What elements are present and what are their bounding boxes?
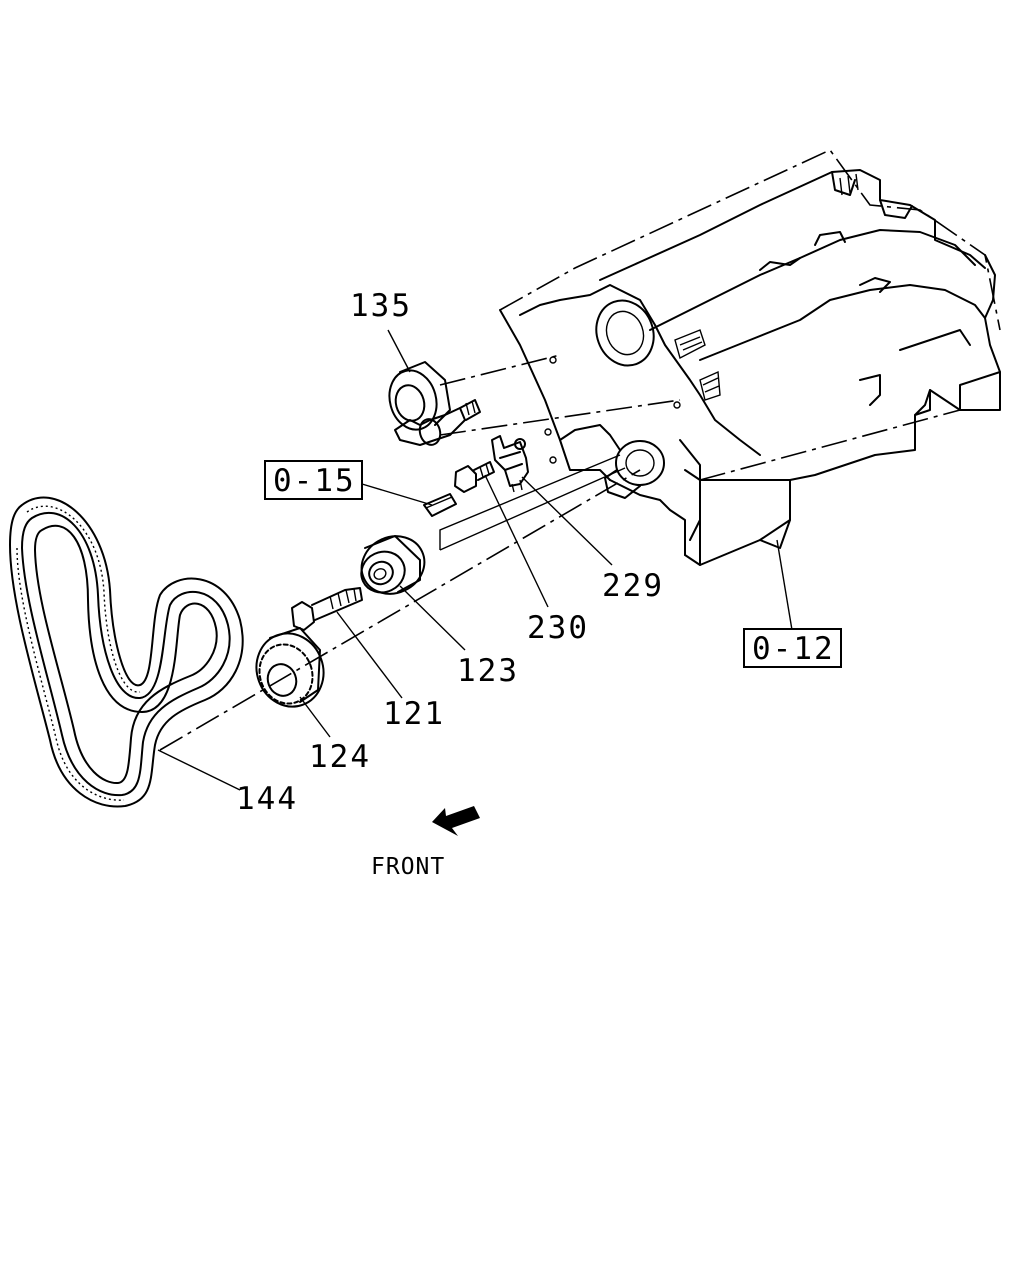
front-arrow-icon — [432, 806, 480, 836]
timing-belt — [9, 496, 244, 808]
label-front: FRONT — [371, 854, 445, 880]
label-0-15: 0-15 — [273, 463, 356, 499]
tensioner-bolt — [454, 461, 495, 493]
auto-tensioner — [491, 435, 529, 493]
label-135: 135 — [350, 288, 412, 324]
leader-lines — [157, 329, 793, 791]
label-230: 230 — [527, 610, 589, 646]
engine-block — [499, 148, 1001, 566]
label-144: 144 — [236, 781, 298, 817]
ref-box-0-12 — [743, 628, 842, 668]
ref-box-0-15 — [264, 460, 363, 500]
label-121: 121 — [383, 696, 445, 732]
label-229: 229 — [602, 568, 664, 604]
crank-key — [423, 493, 457, 517]
assembly-center-lines — [159, 354, 961, 751]
crank-bolt — [291, 587, 363, 631]
idler-pulley — [360, 535, 426, 595]
label-0-12: 0-12 — [752, 631, 835, 667]
label-123: 123 — [457, 653, 519, 689]
label-124: 124 — [309, 739, 371, 775]
crank-sprocket — [255, 627, 325, 708]
tensioner-pulley — [388, 361, 481, 446]
